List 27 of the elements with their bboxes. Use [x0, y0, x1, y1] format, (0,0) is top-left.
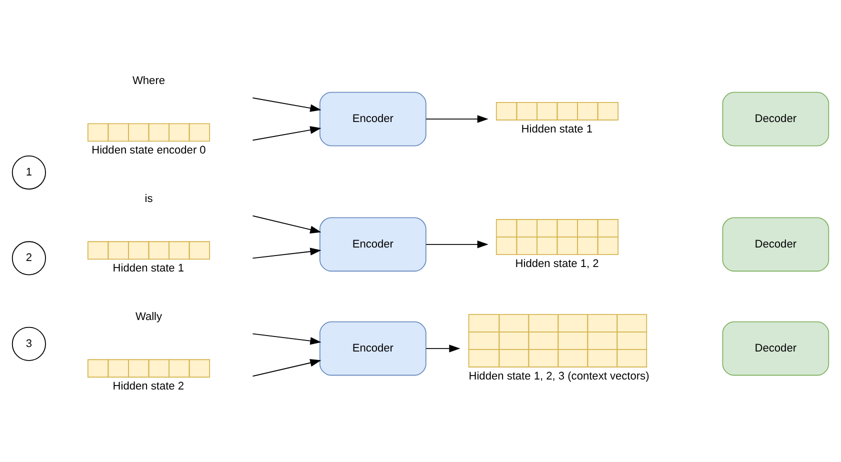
node-label: Hidden state 1, 2: [515, 258, 599, 270]
node-circle: 3: [12, 326, 46, 360]
node-label: Hidden state 1: [112, 262, 184, 274]
node-box: Decoder: [722, 91, 830, 146]
node-box: Encoder: [319, 91, 426, 146]
arrow: [252, 358, 322, 376]
arrow: [426, 344, 460, 352]
node-box: Decoder: [722, 216, 830, 272]
node-label: Hidden state 2: [112, 380, 184, 392]
arrow: [252, 247, 322, 258]
arrow: [426, 114, 488, 122]
arrow: [252, 332, 322, 344]
arrow: [252, 96, 322, 112]
label: Wally: [135, 310, 162, 323]
node-label: Hidden state encoder 0: [92, 144, 206, 156]
arrow: [426, 240, 488, 248]
node-label: Hidden state 1: [521, 123, 593, 136]
node-label: Hidden state 1, 2, 3 (context vectors): [468, 370, 650, 382]
node-circle: 2: [12, 240, 46, 275]
node-box: Decoder: [722, 320, 830, 376]
node-box: Encoder: [319, 320, 426, 376]
label: Where: [132, 74, 166, 87]
label: is: [144, 192, 153, 205]
node-circle: 1: [12, 154, 46, 190]
arrow: [252, 126, 322, 140]
node-box: Encoder: [319, 216, 426, 272]
arrow: [252, 214, 322, 233]
